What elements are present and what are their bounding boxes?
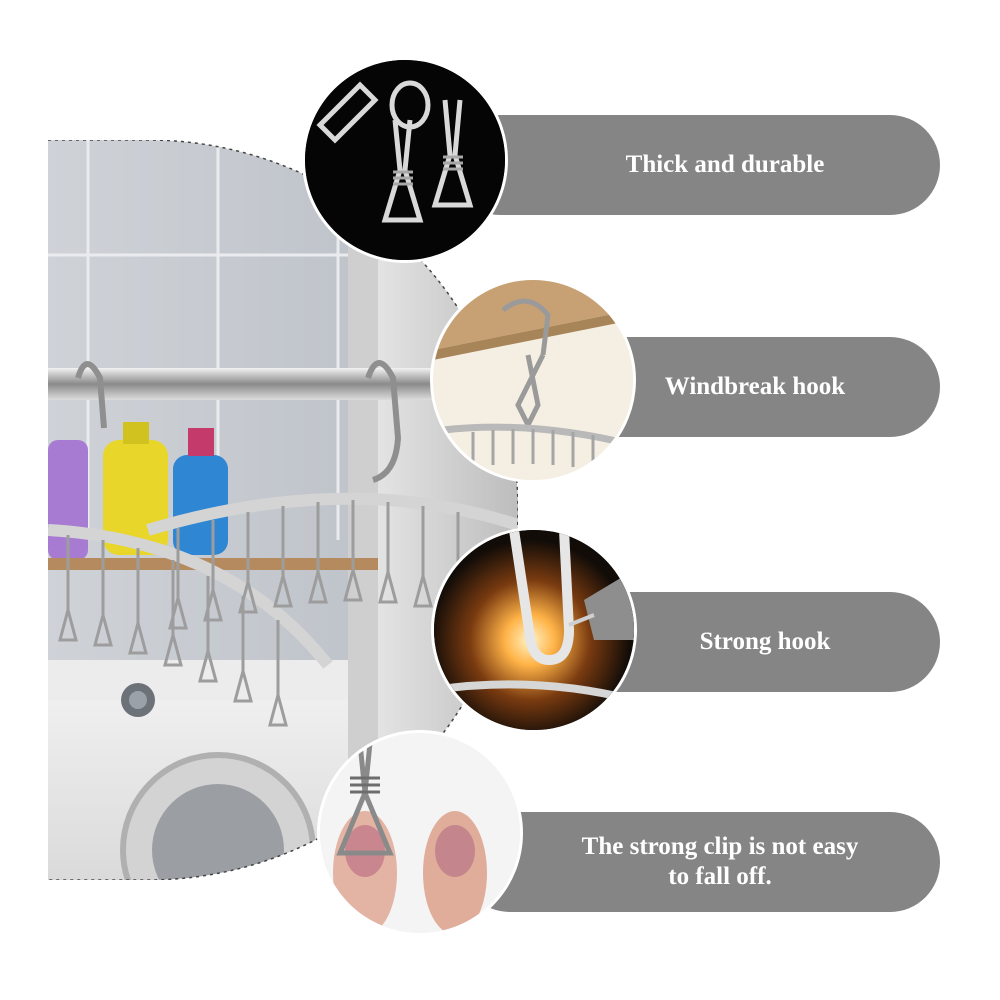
clothespin-chain-icon: [302, 57, 508, 263]
feature-label-1: Thick and durable: [625, 151, 825, 178]
feature-label-3: Strong hook: [699, 628, 831, 655]
feature-label-4: The strong clip is not easy to fall off.: [581, 833, 859, 890]
feature-pill-1: Thick and durable: [450, 115, 940, 215]
clip-finger-icon: [317, 730, 523, 936]
feature-label-2: Windbreak hook: [664, 373, 846, 400]
welding-hook-icon: [431, 527, 637, 733]
hook-icon: [430, 277, 636, 483]
feature-pill-4: The strong clip is not easy to fall off.: [460, 812, 940, 912]
